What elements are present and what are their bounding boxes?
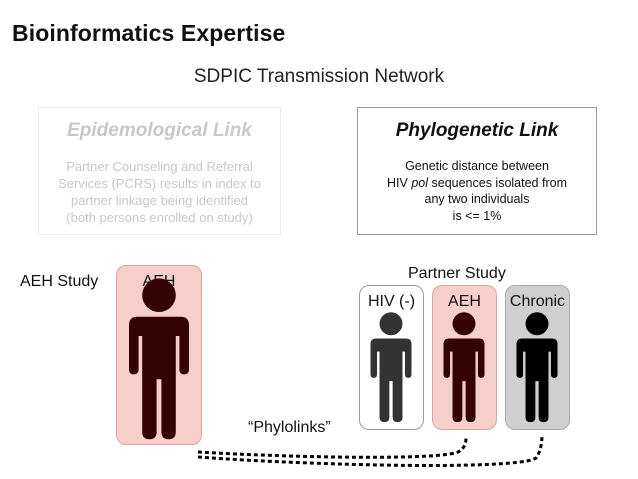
epi-line: (both persons enrolled on study) xyxy=(66,210,253,225)
epi-line: partner linkage being identified xyxy=(70,193,249,208)
partner-study-label: Partner Study xyxy=(408,265,506,282)
chronic-label: Chronic xyxy=(509,293,566,310)
aeh-person-icon xyxy=(129,278,189,440)
phy-line-prefix: HIV xyxy=(387,175,412,190)
phylogenetic-link-box: Phylogenetic Link Genetic distance betwe… xyxy=(357,107,597,235)
phy-line: any two individuals xyxy=(424,192,530,206)
epidemiological-link-heading: Epidemological Link xyxy=(67,120,252,141)
epi-line: Services (PCRS) results in index to xyxy=(57,176,261,191)
phylogenetic-link-heading: Phylogenetic Link xyxy=(395,120,559,141)
epidemiological-link-description: Partner Counseling and Referral Services… xyxy=(39,158,280,226)
phy-line: HIV pol sequences isolated from xyxy=(364,175,590,192)
phy-line-suffix: sequences isolated from xyxy=(428,175,567,190)
epi-line: Partner Counseling and Referral xyxy=(66,159,253,174)
phy-line: Genetic distance between xyxy=(405,159,549,173)
phylogenetic-link-description: Genetic distance between HIV pol sequenc… xyxy=(358,158,596,224)
phylolink-aeh-to-chronic xyxy=(197,433,544,467)
aeh-study-label: AEH Study xyxy=(20,273,99,290)
page-title: Bioinformatics Expertise xyxy=(12,20,286,46)
chronic-person-icon xyxy=(516,312,558,423)
hiv-negative-label: HIV (-) xyxy=(367,293,416,310)
phy-line: is <= 1% xyxy=(452,208,502,223)
pol-gene-term: pol xyxy=(411,175,429,190)
diagram-subtitle: SDPIC Transmission Network xyxy=(193,66,445,87)
partner-aeh-label: AEH xyxy=(448,293,481,310)
epidemiological-link-box: Epidemological Link Partner Counseling a… xyxy=(38,107,281,235)
phylolinks-label: “Phylolinks” xyxy=(248,419,331,436)
phylolink-aeh-to-partner-aeh xyxy=(197,437,468,459)
hiv-negative-person-icon xyxy=(370,312,412,423)
partner-aeh-person-icon xyxy=(443,312,485,423)
